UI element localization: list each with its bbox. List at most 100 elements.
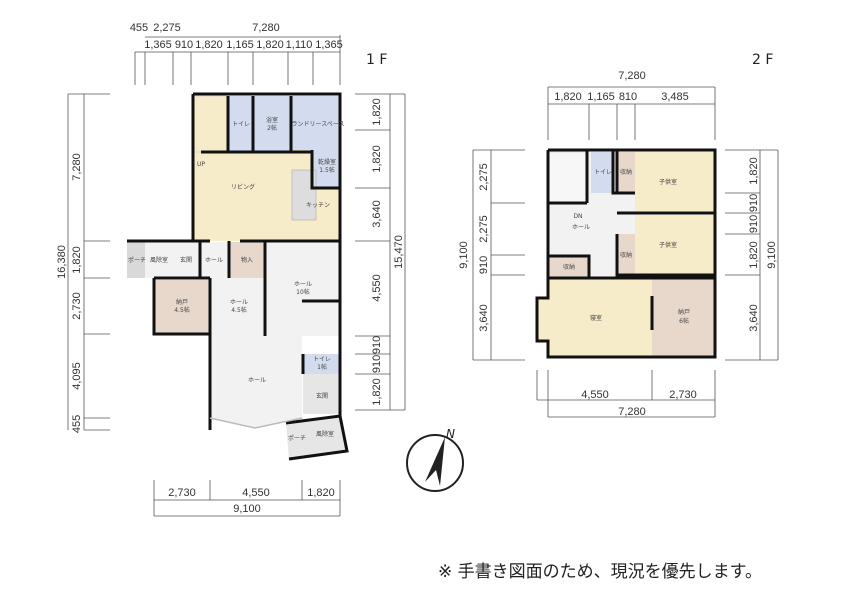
room2-storage2 [617, 234, 635, 275]
room-hall [200, 242, 229, 278]
dim-text: 3,640 [371, 200, 383, 228]
label-laundry: ランドリースペース [292, 121, 345, 128]
bay-window [209, 417, 303, 429]
dim-text: 7,280 [618, 406, 646, 418]
dim-text: 4,550 [371, 274, 383, 302]
label-toilet2: トイレ [313, 356, 331, 363]
label-windbreak: 風除室 [150, 256, 168, 264]
dim-text: 9,100 [233, 503, 261, 515]
dim-text: 7,280 [618, 70, 646, 82]
label-dryer-size: 1.5帖 [319, 166, 335, 174]
dim-text: 2,275 [478, 215, 490, 243]
floor1-title: 1 F [366, 52, 387, 68]
label-toilet: トイレ [232, 121, 250, 128]
label-bath-size: 2帖 [267, 124, 277, 132]
dim-text: 15,470 [393, 235, 405, 269]
room-dryer [313, 150, 340, 188]
room-hall-lower [210, 334, 302, 428]
dim-text: 1,820 [371, 145, 383, 173]
label2-kids2: 子供室 [659, 241, 677, 249]
floor1-plan: トイレ 浴室 2帖 ランドリースペース 乾燥室 1.5帖 UP リビング キッチ… [56, 22, 406, 517]
label-hall10: ホール [294, 281, 312, 288]
dim-text: 2,730 [71, 292, 83, 320]
dim-text: 1,820 [748, 157, 760, 185]
dim-text: 910 [371, 355, 383, 373]
dim-text: 4,550 [242, 487, 270, 499]
dim-text: 4,550 [581, 389, 609, 401]
dim-text: 4,095 [71, 362, 83, 390]
compass-north-label: N [446, 427, 455, 441]
room-hall10 [265, 242, 340, 336]
dim-text: 910 [748, 194, 760, 212]
room-entrance2 [303, 374, 340, 414]
label-porch: ポーチ [128, 256, 146, 264]
dim-text: 2,275 [478, 163, 490, 191]
dim-text: 1,165 [587, 91, 615, 103]
label2-hall: ホール [572, 224, 590, 231]
floor2-walls [535, 148, 717, 359]
label-living: リビング [231, 183, 255, 191]
dim-text: 7,280 [71, 153, 83, 181]
room2-storage1 [617, 152, 635, 193]
dim-text: 3,640 [748, 304, 760, 332]
dim-text: 910 [748, 215, 760, 233]
room-closet [229, 242, 265, 278]
label-toilet2-size: 1帖 [317, 363, 327, 371]
dim-text: 910 [175, 39, 193, 51]
room2-kids1 [635, 152, 715, 213]
label-dryer: 乾燥室 [318, 158, 336, 166]
dim-text: 2,275 [153, 22, 181, 34]
dim-text: 3,640 [478, 304, 490, 332]
dim-text: 2,730 [168, 487, 196, 499]
dim-text: 1,820 [71, 246, 83, 274]
label-hall45-size: 4.5帖 [231, 306, 247, 314]
dim-text: 910 [371, 336, 383, 354]
label2-bedroom: 寝室 [590, 314, 602, 322]
dim-text: 7,280 [252, 22, 280, 34]
dim-text: 810 [619, 91, 637, 103]
dim-text: 9,100 [766, 241, 778, 269]
room2-closet [652, 278, 715, 357]
dim-text: 1,820 [195, 39, 223, 51]
room2-toilet [591, 152, 613, 193]
dim-text: 910 [478, 256, 490, 274]
dim-text: 1,820 [371, 98, 383, 126]
label2-storage2: 収納 [620, 251, 632, 259]
label-bath: 浴室 [266, 116, 278, 124]
dim-text: 1,820 [748, 241, 760, 269]
room2-bedroom [537, 278, 652, 357]
label-entrance: 玄関 [180, 256, 192, 264]
room-laundry [292, 96, 340, 150]
label-hall45: ホール [230, 299, 248, 306]
room-toilet [229, 96, 253, 152]
floor1-walls [127, 92, 349, 461]
kitchen-counter [291, 169, 317, 221]
floor1-dimension-lines [67, 35, 406, 517]
room-entrance [172, 242, 200, 278]
floor2-dimension-lines [472, 86, 779, 418]
dim-text: 1,820 [256, 39, 284, 51]
floor2-plan: トイレ 収納 子供室 DN ホール 子供室 収納 収納 寝室 納戸 6帖 7,2… [458, 52, 779, 418]
label2-toilet: トイレ [594, 169, 612, 176]
label-hall-lower: ホール [248, 377, 266, 384]
label2-storage3: 収納 [563, 263, 575, 271]
dim-text: 2,730 [669, 389, 697, 401]
label-hall: ホール [205, 257, 223, 264]
label-kitchen: キッチン [306, 202, 330, 209]
label2-storage1: 収納 [620, 168, 632, 176]
dim-text: 455 [71, 415, 83, 433]
room-storage [154, 280, 210, 334]
dim-text: 455 [130, 22, 148, 34]
room-bath [254, 96, 290, 151]
disclaimer-note: ※ 手書き図面のため、現況を優先します。 [438, 562, 762, 582]
dim-text: 16,380 [56, 245, 68, 279]
label-storage: 納戸 [176, 298, 188, 306]
label-up: UP [197, 161, 205, 168]
label-windbreak2: 風除室 [316, 430, 334, 438]
label2-kids1: 子供室 [659, 178, 677, 186]
dim-text: 1,110 [286, 39, 313, 51]
room-porch [127, 242, 145, 278]
room-hall45 [210, 278, 265, 334]
dim-text: 1,820 [554, 91, 582, 103]
